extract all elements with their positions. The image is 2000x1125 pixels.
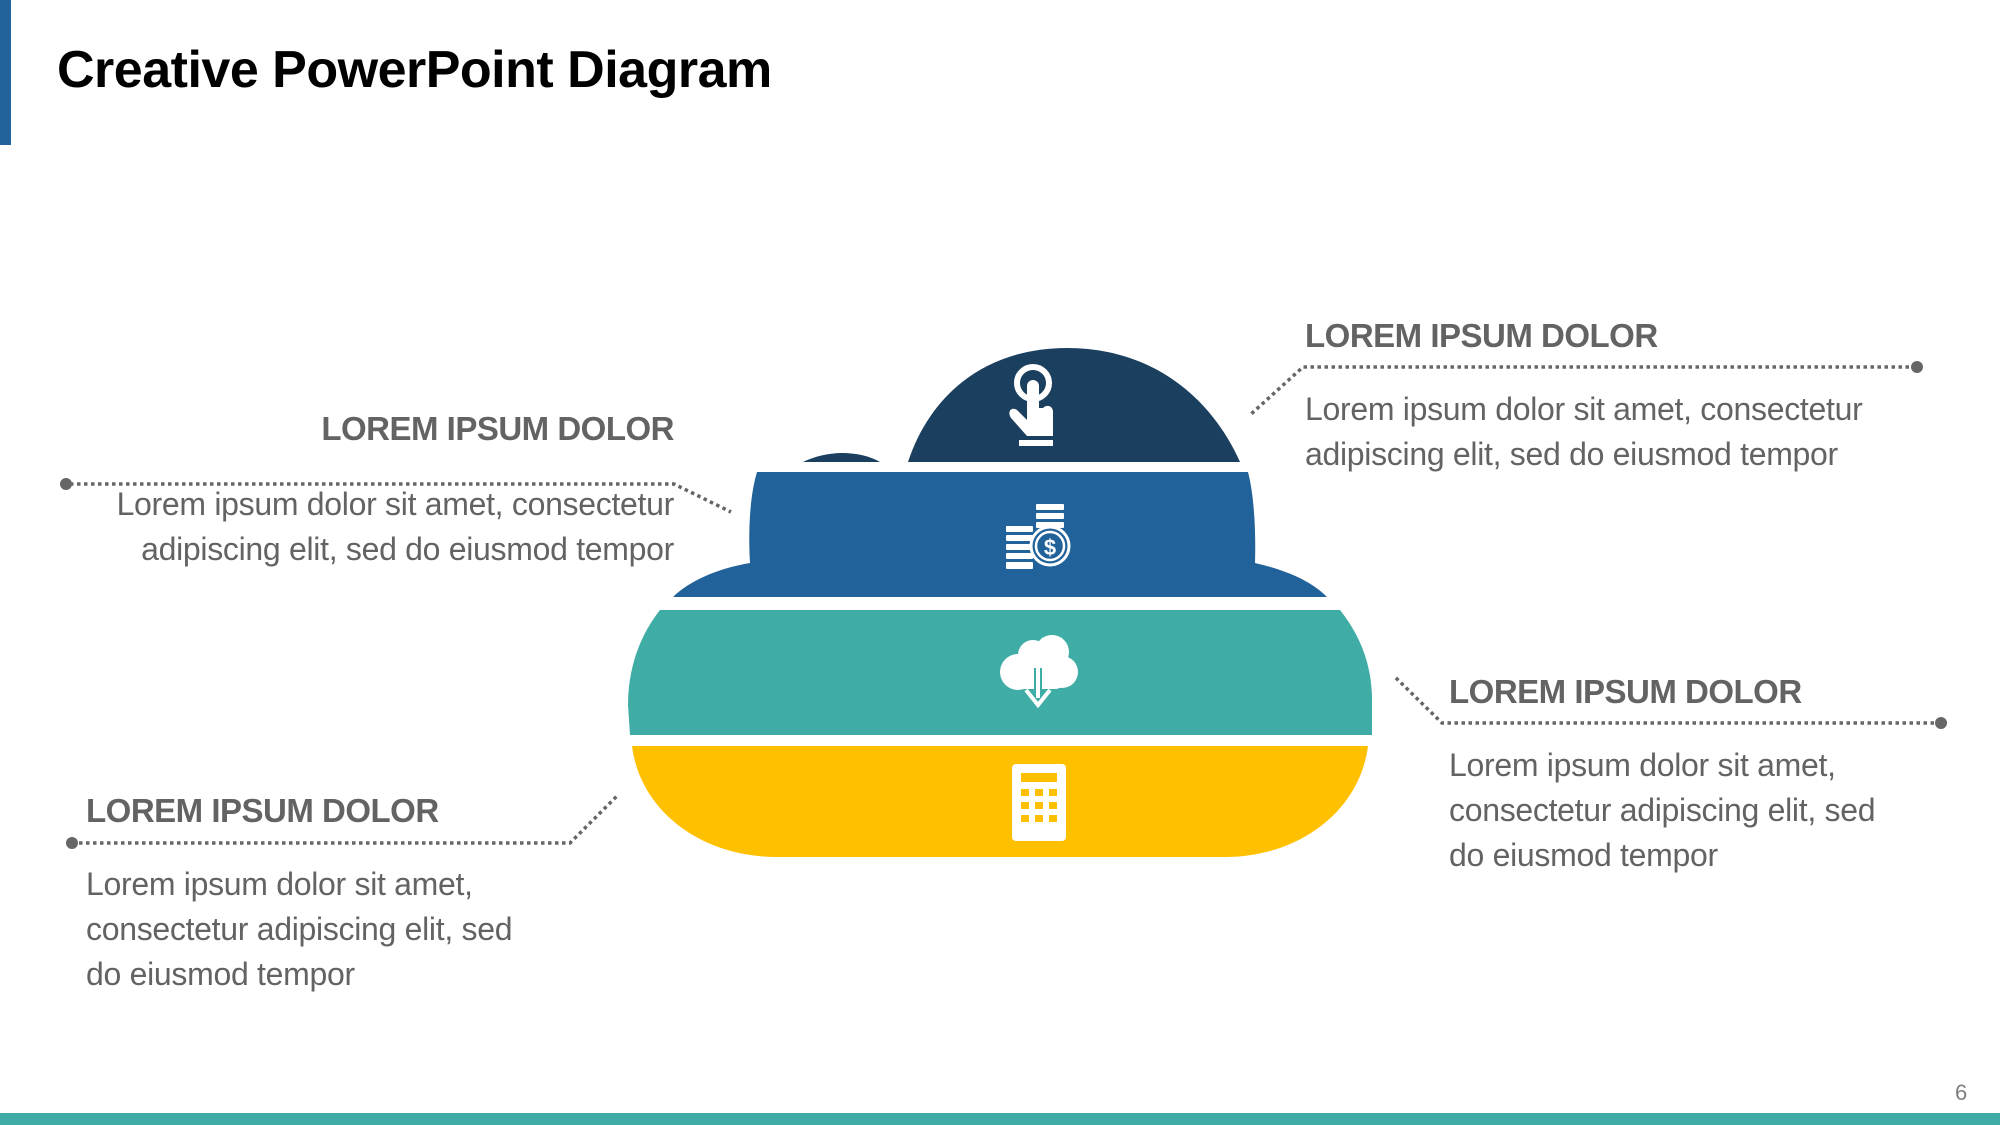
callout-body: Lorem ipsum dolor sit amet, consectetur … (1449, 743, 1969, 878)
callout-bottom-right: LOREM IPSUM DOLOR Lorem ipsum dolor sit … (1449, 673, 1969, 878)
callout-heading: LOREM IPSUM DOLOR (1305, 317, 1658, 354)
cloud-layer-2-shape (673, 472, 1327, 597)
callout-body-line: do eiusmod tempor (1449, 837, 1718, 873)
callout-body-line: Lorem ipsum dolor sit amet, (1449, 747, 1836, 783)
callout-body: Lorem ipsum dolor sit amet, consectetur … (1305, 387, 1945, 477)
cloud-layer-1-bump (803, 453, 880, 462)
connector-bottom-left (72, 793, 620, 845)
footer-bar (0, 1113, 2000, 1125)
connector-dot-bottom-left (66, 837, 78, 849)
touch-icon (1009, 364, 1053, 446)
callout-body: Lorem ipsum dolor sit amet, consectetur … (40, 482, 675, 572)
connector-dot-top-right (1911, 361, 1923, 373)
cloud-layer-4 (632, 746, 1368, 857)
slide-title: Creative PowerPoint Diagram (57, 41, 772, 99)
connector-bottom-right (1393, 675, 1941, 725)
callout-body-line: Lorem ipsum dolor sit amet, (86, 866, 473, 902)
cloud-layer-4-shape (632, 746, 1368, 857)
title-accent-bar (0, 0, 11, 145)
callout-top-right: LOREM IPSUM DOLOR Lorem ipsum dolor sit … (1305, 317, 1945, 477)
connector-dot-top-left (60, 478, 72, 490)
connector-top-right (1248, 365, 1916, 417)
cloud-layer-1 (803, 348, 1240, 462)
calculator-icon (1012, 764, 1066, 841)
cloud-layer-1-dome (908, 348, 1240, 462)
page-number: 6 (1955, 1080, 1968, 1105)
callout-body-line: Lorem ipsum dolor sit amet, consectetur (116, 486, 675, 522)
cloud-layer-3-shape (628, 610, 1372, 735)
coins-dollar-icon: $ (1006, 504, 1071, 569)
svg-text:$: $ (1044, 535, 1056, 560)
callout-body: Lorem ipsum dolor sit amet, consectetur … (86, 862, 606, 997)
callout-body-line: Lorem ipsum dolor sit amet, consectetur (1305, 391, 1863, 427)
cloud-layer-3 (628, 610, 1372, 735)
callout-body-line: do eiusmod tempor (86, 956, 355, 992)
callout-bottom-left: LOREM IPSUM DOLOR Lorem ipsum dolor sit … (86, 792, 606, 997)
connector-dot-bottom-right (1935, 717, 1947, 729)
connector-top-left (70, 482, 732, 514)
callout-heading: LOREM IPSUM DOLOR (321, 410, 674, 447)
callout-body-line: consectetur adipiscing elit, sed (86, 911, 513, 947)
callout-body-line: consectetur adipiscing elit, sed (1449, 792, 1876, 828)
callout-body-line: adipiscing elit, sed do eiusmod tempor (141, 531, 674, 567)
cloud-layer-2: $ (673, 472, 1327, 597)
callout-heading: LOREM IPSUM DOLOR (1449, 673, 1802, 710)
callout-body-line: adipiscing elit, sed do eiusmod tempor (1305, 436, 1838, 472)
callout-heading: LOREM IPSUM DOLOR (86, 792, 439, 829)
cloud-download-icon (1000, 635, 1078, 709)
callout-top-left: LOREM IPSUM DOLOR Lorem ipsum dolor sit … (40, 410, 675, 572)
